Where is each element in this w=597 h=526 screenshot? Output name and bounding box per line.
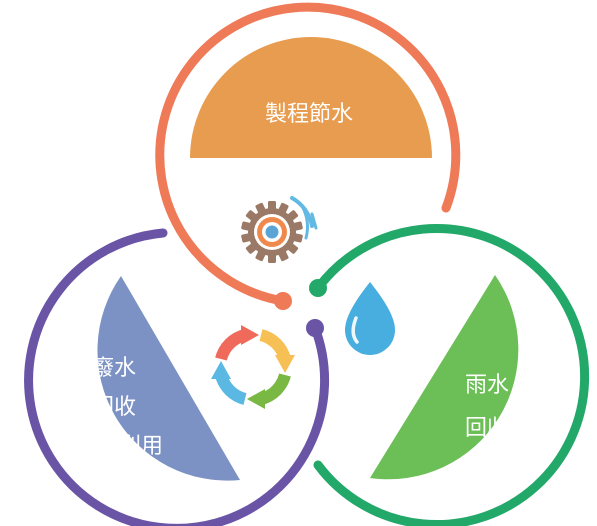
rain-ring-arc xyxy=(313,224,590,526)
wastewater-label-line3: 再利用 xyxy=(97,434,163,459)
process-ring: 製程節水 xyxy=(155,2,461,310)
wastewater-ring: 廢水 回收 再利用 xyxy=(24,228,330,526)
process-ring-arc xyxy=(155,2,461,306)
rain-segment xyxy=(370,275,519,480)
process-segment xyxy=(190,36,432,158)
wastewater-label-line2: 回收 xyxy=(92,395,136,420)
rain-label-line2: 回收 xyxy=(465,416,509,441)
rain-ring-end-dot xyxy=(309,279,327,297)
wastewater-ring-end-dot xyxy=(306,319,324,337)
wastewater-ring-arc xyxy=(24,228,330,526)
gear-water-icon xyxy=(241,196,318,263)
rain-ring: 雨水 回收 xyxy=(309,224,590,526)
wastewater-label-line1: 廢水 xyxy=(92,356,136,381)
wastewater-segment xyxy=(97,276,240,481)
water-drop-icon xyxy=(345,282,395,355)
recycle-arrows-icon xyxy=(211,325,295,409)
rain-label-line1: 雨水 xyxy=(465,373,509,398)
process-ring-end-dot xyxy=(274,292,292,310)
process-label: 製程節水 xyxy=(265,102,353,127)
